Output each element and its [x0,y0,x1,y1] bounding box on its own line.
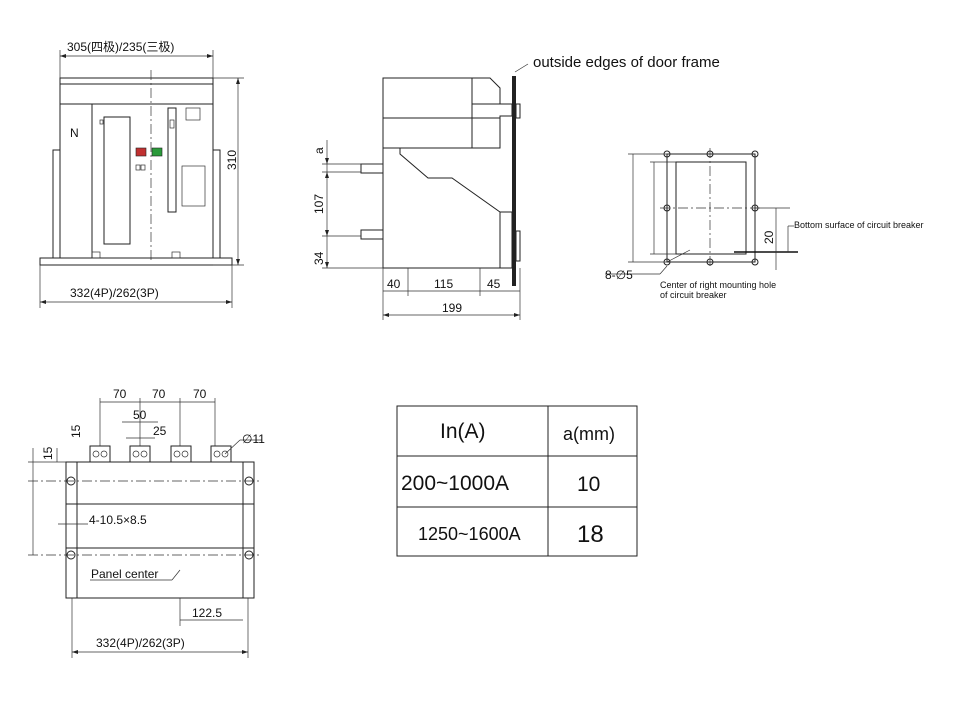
dim-115: 115 [434,277,453,291]
front-view: 305(四极)/235(三极) 310 N [39,40,244,308]
side-view: outside edges of door frame a 107 34 [312,54,720,320]
row-range-2: 1250~1600A [418,524,521,544]
dim-107: 107 [312,194,326,214]
dim-15-a: 15 [41,446,55,460]
bottom-surface-label: Bottom surface of circuit breaker [794,220,924,230]
dim-199: 199 [442,301,462,315]
holes-label: 8-∅5 [605,268,633,282]
dim-25: 25 [153,424,167,438]
dim-15-b: 15 [69,424,83,438]
dim-50: 50 [133,408,147,422]
rear-view: 70 70 70 50 25 ∅11 15 15 [28,387,265,658]
row-a-1: 10 [577,473,600,496]
dim-45: 45 [487,277,501,291]
pole-n-label: N [70,126,79,140]
door-frame-label: outside edges of door frame [533,54,720,71]
header-a: a(mm) [563,424,615,444]
header-current: In(A) [440,420,486,443]
front-width-bottom-label: 332(4P)/262(3P) [70,286,159,300]
row-range-1: 200~1000A [401,472,509,495]
front-width-top-label: 305(四极)/235(三极) [67,40,174,54]
panel-cutout: 20 Bottom surface of circuit breaker 8-∅… [605,148,924,300]
rear-width-label: 332(4P)/262(3P) [96,636,185,650]
spec-table: In(A) a(mm) 200~1000A 10 1250~1600A 18 [396,405,638,557]
dim-a: a [312,147,326,154]
dim-40: 40 [387,277,401,291]
pitch-1: 70 [113,387,127,401]
mount-hole-line1: Center of right mounting hole [660,280,776,290]
mount-slots: 4-10.5×8.5 [89,513,147,527]
dim-20: 20 [762,230,776,244]
pitch-3: 70 [193,387,207,401]
dim-34: 34 [312,251,326,265]
pitch-2: 70 [152,387,166,401]
front-height-label: 310 [225,150,239,170]
dim-122-5: 122.5 [192,606,222,620]
row-a-2: 18 [577,521,604,548]
panel-center: Panel center [91,567,158,581]
mount-hole-line2: of circuit breaker [660,290,727,300]
hole-dia: ∅11 [242,432,265,446]
